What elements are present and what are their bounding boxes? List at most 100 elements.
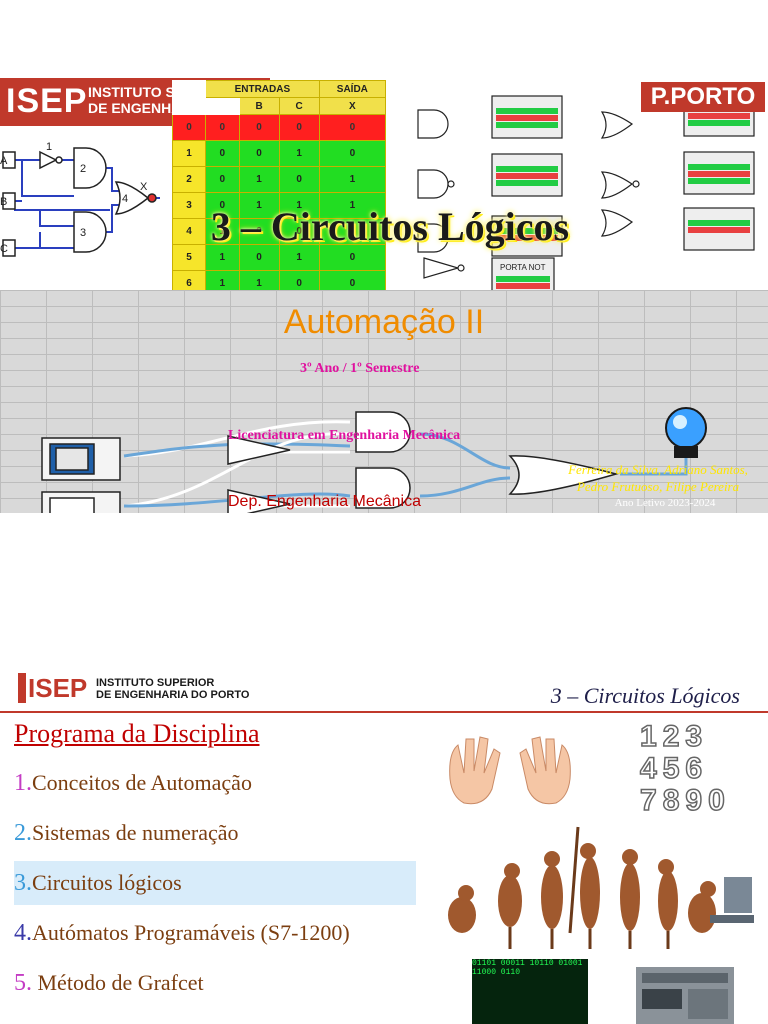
digit-0: 0 (707, 784, 731, 818)
col-x: X (318, 97, 387, 115)
authors-line2: Pedro Frutuoso, Filipe Pereira (576, 479, 740, 494)
truth-table-cell: 0 (238, 218, 280, 245)
syllabus-item-label: Método de Grafcet (32, 970, 204, 995)
circuit-gate-1-label: 1 (46, 141, 52, 153)
digit-8: 8 (662, 784, 686, 818)
truth-table-cell: 1 (318, 166, 387, 193)
circuit-gate-2-label: 2 (80, 163, 86, 175)
digit-3: 3 (685, 720, 709, 754)
syllabus-item-4: 4.Autómatos Programáveis (S7-1200) (14, 911, 416, 955)
truth-table-cell: 0 (238, 244, 280, 271)
isep-logo-line1: INSTITUTO SUPERIOR (96, 677, 215, 689)
switch-circuit-diagram (41, 407, 707, 513)
circuit-input-b: B (0, 196, 7, 208)
syllabus-item-number: 5. (14, 970, 32, 996)
header-divider (0, 711, 768, 713)
syllabus-item-3: 3.Circuitos lógicos (14, 861, 416, 905)
group-saida: SAÍDA (318, 80, 387, 98)
truth-table-index: 4 (172, 218, 206, 245)
academic-year: Ano Letivo 2023-2024 (614, 497, 716, 509)
syllabus-item-label: Conceitos de Automação (32, 770, 252, 795)
digit-6: 6 (685, 752, 709, 786)
plc-illustration (636, 967, 734, 1024)
digit-1: 1 (639, 720, 663, 754)
porta-not-label: PORTA NOT (500, 263, 546, 272)
digit-9: 9 (685, 784, 709, 818)
truth-table-cell: 0 (318, 114, 387, 141)
circuit-gate-4-label: 4 (122, 193, 128, 205)
digit-4: 4 (639, 752, 663, 786)
logic-gates-reference: PORTA NOT (417, 93, 755, 292)
col-c: C (278, 97, 320, 115)
syllabus-item-label: Circuitos lógicos (32, 870, 182, 895)
truth-table-cell: 1 (318, 192, 387, 219)
truth-table-cell: 1 (278, 192, 320, 219)
digit-2: 2 (662, 720, 686, 754)
truth-table-cell: 1 (278, 244, 320, 271)
evolution-illustration (448, 826, 754, 949)
truth-table-cell: 1 (205, 218, 240, 245)
truth-table-cell: 0 (318, 140, 387, 167)
truth-table-cell: 1 (278, 140, 320, 167)
truth-table-cell: 0 (318, 244, 387, 271)
digit-5: 5 (662, 752, 686, 786)
syllabus-item-number: 3. (14, 870, 32, 896)
truth-table-cell: 0 (238, 114, 280, 141)
truth-table-col-header: B C X (172, 97, 387, 115)
year-semester: 3º Ano / 1º Semestre (300, 361, 420, 376)
isep-logo-word: ISEP (6, 82, 88, 120)
syllabus-item-number: 1. (14, 770, 32, 796)
circuit-input-a: A (0, 155, 8, 167)
slide-title: 3 – Circuitos Lógicos (210, 204, 570, 249)
department: Dep. Engenharia Mecânica (228, 493, 422, 510)
truth-table-cell: 0 (205, 192, 240, 219)
authors: Ferreira da Silva, Adriano Santos, Pedro… (548, 461, 768, 495)
syllabus-slide: ISEP INSTITUTO SUPERIOR DE ENGENHARIA DO… (0, 663, 768, 1024)
truth-table-cell: 0 (205, 114, 240, 141)
truth-table-cell: 1 (238, 192, 280, 219)
isep-logo-line2: DE ENGENHARIA DO PORTO (96, 689, 250, 701)
col-b: B (238, 97, 280, 115)
syllabus-item-number: 4. (14, 920, 32, 946)
circuit-output-x: X (140, 181, 148, 193)
truth-table-index: 5 (172, 244, 206, 271)
syllabus-item-2: 2.Sistemas de numeração (14, 811, 416, 855)
truth-table-group-header: ENTRADAS SAÍDA (172, 80, 387, 98)
header-title: 3 – Circuitos Lógicos (550, 683, 740, 708)
truth-table-index: 0 (172, 114, 206, 141)
pporto-vertical-bar (18, 673, 26, 703)
truth-table-cell: 0 (278, 218, 320, 245)
truth-table-index: 2 (172, 166, 206, 193)
syllabus-item-number: 2. (14, 820, 32, 846)
truth-table-cell: 0 (278, 114, 320, 141)
title-slide: ISEP INSTITUTO SUPERIOR DE ENGENHARIA DO… (0, 78, 768, 513)
counting-hands-illustration (449, 736, 571, 805)
syllabus-item-label: Sistemas de numeração (32, 820, 239, 845)
logic-circuit-diagram: A B C 1 2 3 4 X (0, 141, 160, 257)
truth-table-cell: 0 (318, 218, 387, 245)
isep-logo-subtitle: INSTITUTO SUPERIOR DE ENGENHARIA DO PORT… (96, 677, 249, 701)
truth-table-cell: 1 (238, 166, 280, 193)
truth-table-index: 3 (172, 192, 206, 219)
syllabus-item-label: Autómatos Programáveis (S7-1200) (32, 920, 350, 945)
syllabus-heading: Programa da Disciplina (14, 719, 260, 748)
isep-logo-word: ISEP (28, 673, 88, 703)
circuit-input-c: C (0, 243, 8, 255)
truth-table-cell: 0 (205, 166, 240, 193)
binary-text: 01101 00011 10110 01001 11000 0110 (472, 959, 583, 977)
digit-7: 7 (639, 784, 663, 818)
degree-name: Licenciatura em Engenharia Mecânica (228, 428, 461, 443)
truth-table-cell: 1 (205, 244, 240, 271)
course-title: Automação II (283, 303, 485, 341)
syllabus-item-1: 1.Conceitos de Automação (14, 761, 416, 805)
syllabus-item-5: 5. Método de Grafcet (14, 961, 416, 1005)
truth-table-cell: 0 (278, 166, 320, 193)
